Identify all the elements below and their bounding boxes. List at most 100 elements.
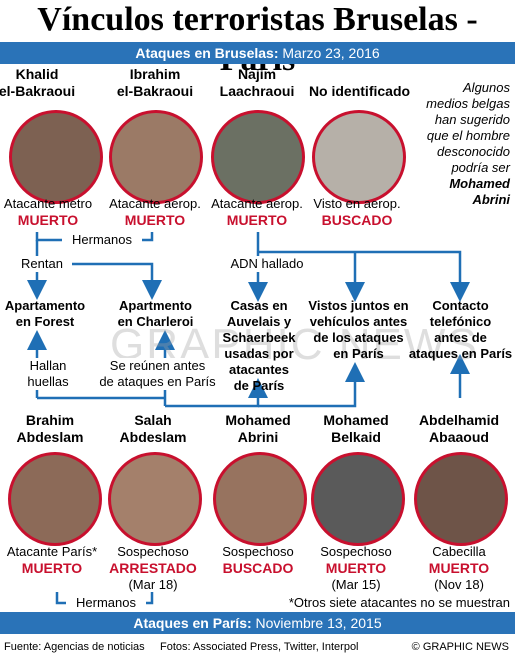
note-name-line: Abrini — [472, 192, 510, 207]
person-name-line1: No identificado — [308, 83, 411, 99]
unidentified-note: Algunos medios belgas han sugerido que e… — [410, 80, 510, 208]
note-line: medios belgas — [426, 96, 510, 111]
person-name-line1: Abdelhamid — [418, 412, 500, 428]
status-badge: BUSCADO — [222, 560, 294, 576]
person-name-line2: Abdeslam — [119, 429, 187, 445]
box-line: en París — [333, 346, 384, 361]
box-line: Contacto — [432, 298, 489, 313]
note-line: Algunos — [463, 80, 510, 95]
person-date: (Nov 18) — [434, 577, 484, 592]
photo-credit: Fotos: Associated Press, Twitter, Interp… — [160, 641, 359, 653]
box-line: de los ataques — [313, 330, 404, 345]
hallan-huellas-label: Hallan huellas — [18, 358, 78, 390]
brussels-attacks-band: Ataques en Bruselas: Marzo 23, 2016 — [0, 42, 515, 64]
label-line: de ataques en París — [99, 374, 216, 389]
box-line: Apartmento — [119, 298, 192, 313]
person-role: Atacante metro — [3, 196, 93, 211]
avatar — [414, 452, 508, 546]
status-badge: MUERTO — [124, 212, 186, 228]
avatar — [9, 110, 103, 204]
hermanos-top-label: Hermanos — [62, 232, 142, 248]
status-badge: MUERTO — [428, 560, 490, 576]
avatar — [109, 110, 203, 204]
note-line: que el hombre — [426, 128, 510, 143]
box-line: ataques en París — [408, 346, 513, 361]
person-date: (Mar 18) — [128, 577, 178, 592]
publisher-credit: © GRAPHIC NEWS — [411, 641, 509, 653]
person-name-line2: Abaaoud — [429, 429, 489, 445]
box-line: en Charleroi — [117, 314, 194, 329]
paris-band-date: Noviembre 13, 2015 — [251, 615, 382, 631]
vistos-up-arrow — [258, 362, 365, 408]
person-role: Sospechoso — [222, 544, 294, 559]
status-badge: MUERTO — [17, 212, 79, 228]
status-badge: MUERTO — [325, 560, 387, 576]
box-forest: Apartamento en Forest — [0, 298, 90, 330]
person-name-line2: Laachraoui — [219, 83, 295, 99]
avatar — [311, 452, 405, 546]
box-charleroi: Apartmento en Charleroi — [108, 298, 203, 330]
person-name-line1: Mohamed — [323, 412, 389, 428]
footnote: *Otros siete atacantes no se muestran — [288, 595, 510, 610]
box-line: Vistos juntos en — [308, 298, 409, 313]
box-line: telefónico — [429, 314, 492, 329]
person-name-line1: Khalid — [15, 66, 59, 82]
box-line: de París — [233, 378, 285, 393]
box-line: Apartamento — [4, 298, 86, 313]
paris-attacks-band: Ataques en París: Noviembre 13, 2015 — [0, 612, 515, 634]
person-name-line2: Abrini — [237, 429, 279, 445]
reunen-label: Se reúnen antes de ataques en París — [95, 358, 220, 390]
box-contacto: Contacto telefónico antes de ataques en … — [408, 298, 513, 362]
avatar — [108, 452, 202, 546]
box-line: vehículos antes — [309, 314, 408, 329]
label-line: Hallan — [29, 358, 67, 373]
person-name-line1: Salah — [134, 412, 172, 428]
person-name-line1: Ibrahim — [129, 66, 181, 82]
status-badge: BUSCADO — [321, 212, 393, 228]
box-line: antes de — [434, 330, 487, 345]
note-line: han sugerido — [434, 112, 510, 127]
box-vistos: Vistos juntos en vehículos antes de los … — [306, 298, 411, 362]
person-name-line1: Brahim — [25, 412, 75, 428]
person-role: Cabecilla — [432, 544, 486, 559]
note-line: desconocido — [437, 144, 510, 159]
avatar — [211, 110, 305, 204]
box-casas: Casas en Auvelais y Schaerbeek usadas po… — [213, 298, 305, 394]
avatar — [8, 452, 102, 546]
rentan-charleroi-arrow — [37, 262, 162, 300]
contacto-arrow — [258, 250, 470, 302]
person-date: (Mar 15) — [331, 577, 381, 592]
person-name-line2: Belkaid — [331, 429, 381, 445]
person-role: Sospechoso — [117, 544, 189, 559]
rentan-label: Rentan — [12, 256, 72, 272]
person-role: Atacante aerop. — [211, 196, 303, 211]
person-name-line1: Mohamed — [225, 412, 291, 428]
person-name-line1: Najim — [237, 66, 277, 82]
label-line: huellas — [27, 374, 69, 389]
hermanos-bottom-label: Hermanos — [66, 595, 146, 611]
person-name-line2: Abdeslam — [16, 429, 84, 445]
box-line: Auvelais y — [226, 314, 292, 329]
footer: Fuente: Agencias de noticias Fotos: Asso… — [0, 636, 515, 658]
status-badge: ARRESTADO — [109, 560, 197, 576]
adn-label: ADN hallado — [222, 256, 312, 272]
avatar — [312, 110, 406, 204]
box-line: usadas por — [224, 346, 294, 361]
avatar — [213, 452, 307, 546]
box-line: en Forest — [15, 314, 75, 329]
brussels-band-date: Marzo 23, 2016 — [278, 45, 380, 61]
note-line: podría ser — [451, 160, 510, 175]
person-role: Atacante aerop. — [109, 196, 201, 211]
person-role: Visto en aerop. — [313, 196, 401, 211]
person-role: Atacante París* — [6, 544, 98, 559]
person-role: Sospechoso — [320, 544, 392, 559]
status-badge: MUERTO — [226, 212, 288, 228]
source-credit: Fuente: Agencias de noticias — [4, 641, 145, 653]
person-name-line2: el-Bakraoui — [0, 83, 76, 99]
paris-band-label: Ataques en París: — [133, 615, 252, 631]
label-line: Se reúnen antes — [109, 358, 206, 373]
note-name-line: Mohamed — [449, 176, 510, 191]
box-line: Casas en — [230, 298, 288, 313]
status-badge: MUERTO — [21, 560, 83, 576]
